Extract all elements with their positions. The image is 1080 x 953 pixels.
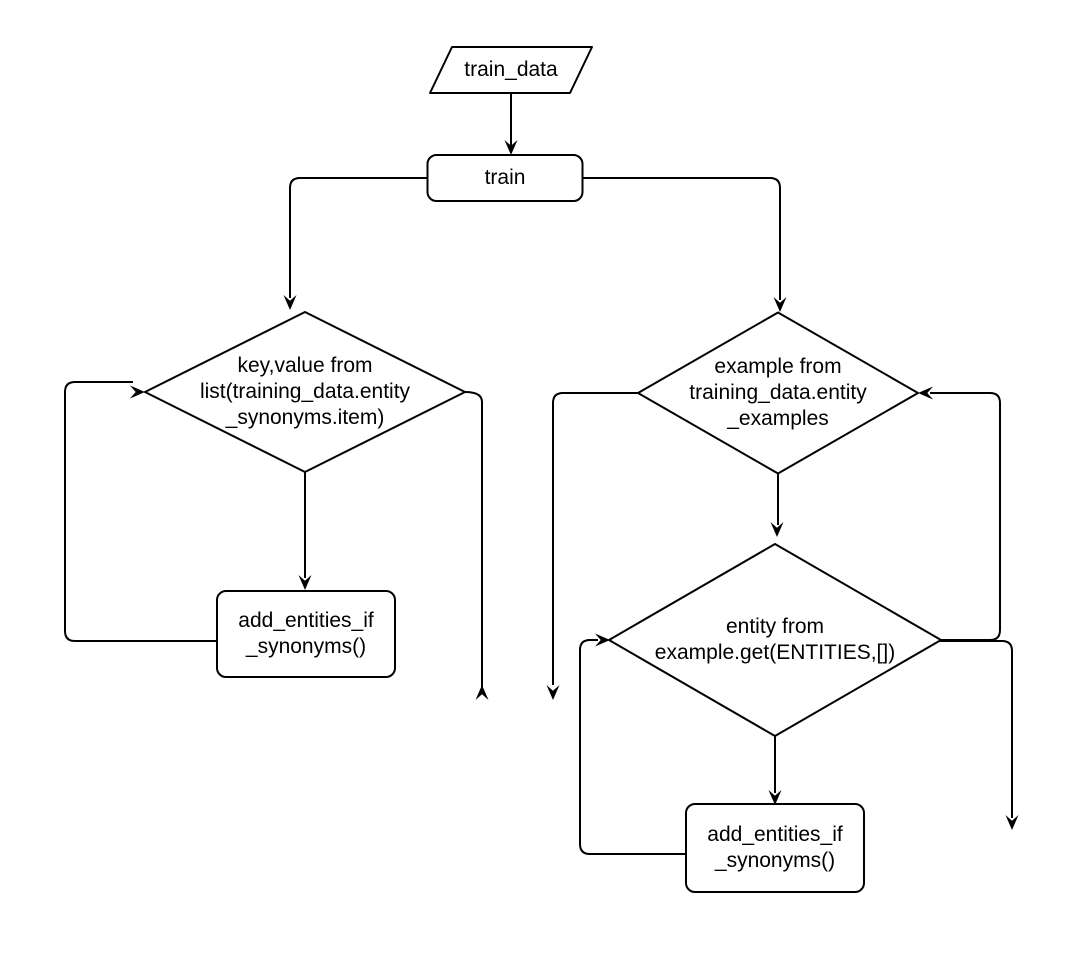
arrowhead-icon [298,575,312,590]
edge-loop_entities-back-to-loop_examples [918,386,1001,641]
node-shape-diamond [637,311,919,475]
arrowhead-icon [918,386,933,400]
edge-loop_synonyms-exit [464,391,489,700]
node-label-add_left: add_entities_if_synonyms() [238,609,374,658]
node-shape-diamond [144,311,466,473]
arrowhead-icon [283,295,297,310]
edges-layer [64,93,1019,855]
node-train[interactable]: train [426,154,584,202]
arrowhead-icon [773,297,787,312]
node-add_right[interactable]: add_entities_if_synonyms() [685,803,865,893]
arrowhead-icon [130,385,145,399]
arrowhead-icon [770,522,784,537]
edge-loop_entities-to-add_right [768,730,782,805]
node-label-train_data: train_data [464,58,558,81]
node-shape-diamond [608,543,942,737]
edge-loop_synonyms-to-add_left [298,472,312,590]
node-label-train: train [485,166,526,189]
edge-loop_entities-exit [940,640,1019,830]
node-shape-rounded-rect [216,590,396,678]
edge-loop_examples-exit [546,392,638,700]
arrowhead-icon [546,685,560,700]
node-shape-parallelogram [429,46,593,94]
node-add_left[interactable]: add_entities_if_synonyms() [216,590,396,678]
node-train_data[interactable]: train_data [429,46,593,94]
edge-add_left-back-to-loop_synonyms [64,381,217,642]
edge-loop_examples-to-loop_entities [770,474,784,537]
arrowhead-icon [768,790,782,805]
arrowhead-icon [1005,815,1019,830]
node-label-add_right: add_entities_if_synonyms() [707,823,843,872]
edge-train-to-loop_synonyms [283,177,428,310]
arrowhead-icon [595,633,610,647]
arrowhead-icon [504,140,518,155]
arrowhead-icon [475,685,489,700]
node-shape-rounded-rect [426,154,584,202]
edge-add_right-back-to-loop_entities [579,633,686,855]
edge-train-to-loop_examples [583,177,787,312]
node-shape-rounded-rect [685,803,865,893]
edge-train_data-to-train [504,93,518,155]
